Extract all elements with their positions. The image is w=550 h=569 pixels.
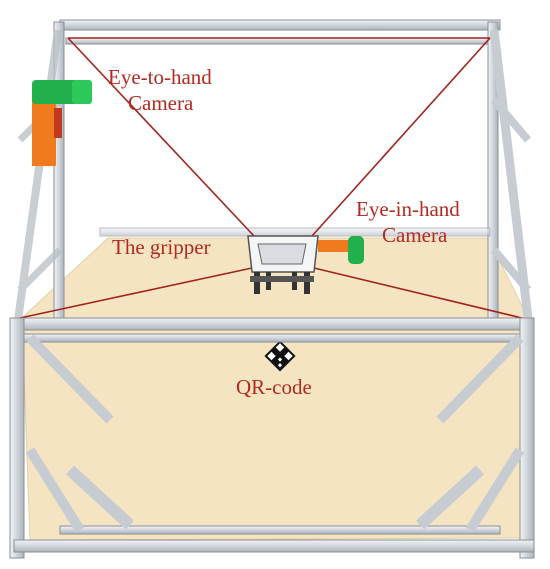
eye-to-hand-label-line2: Camera (128, 91, 194, 115)
eye-in-hand-camera (318, 236, 364, 264)
qr-code-label: QR-code (236, 375, 312, 399)
cables (19, 37, 523, 319)
qr-code-icon (264, 340, 296, 372)
right-side-frame (489, 29, 533, 319)
eye-to-hand-label-line1: Eye-to-hand (108, 65, 212, 89)
eye-in-hand-label-line1: Eye-in-hand (356, 197, 460, 221)
eye-to-hand-camera (32, 80, 92, 166)
gripper (247, 235, 319, 294)
gripper-label: The gripper (112, 235, 211, 259)
eye-in-hand-label-line2: Camera (382, 223, 448, 247)
front-frame (9, 317, 535, 559)
